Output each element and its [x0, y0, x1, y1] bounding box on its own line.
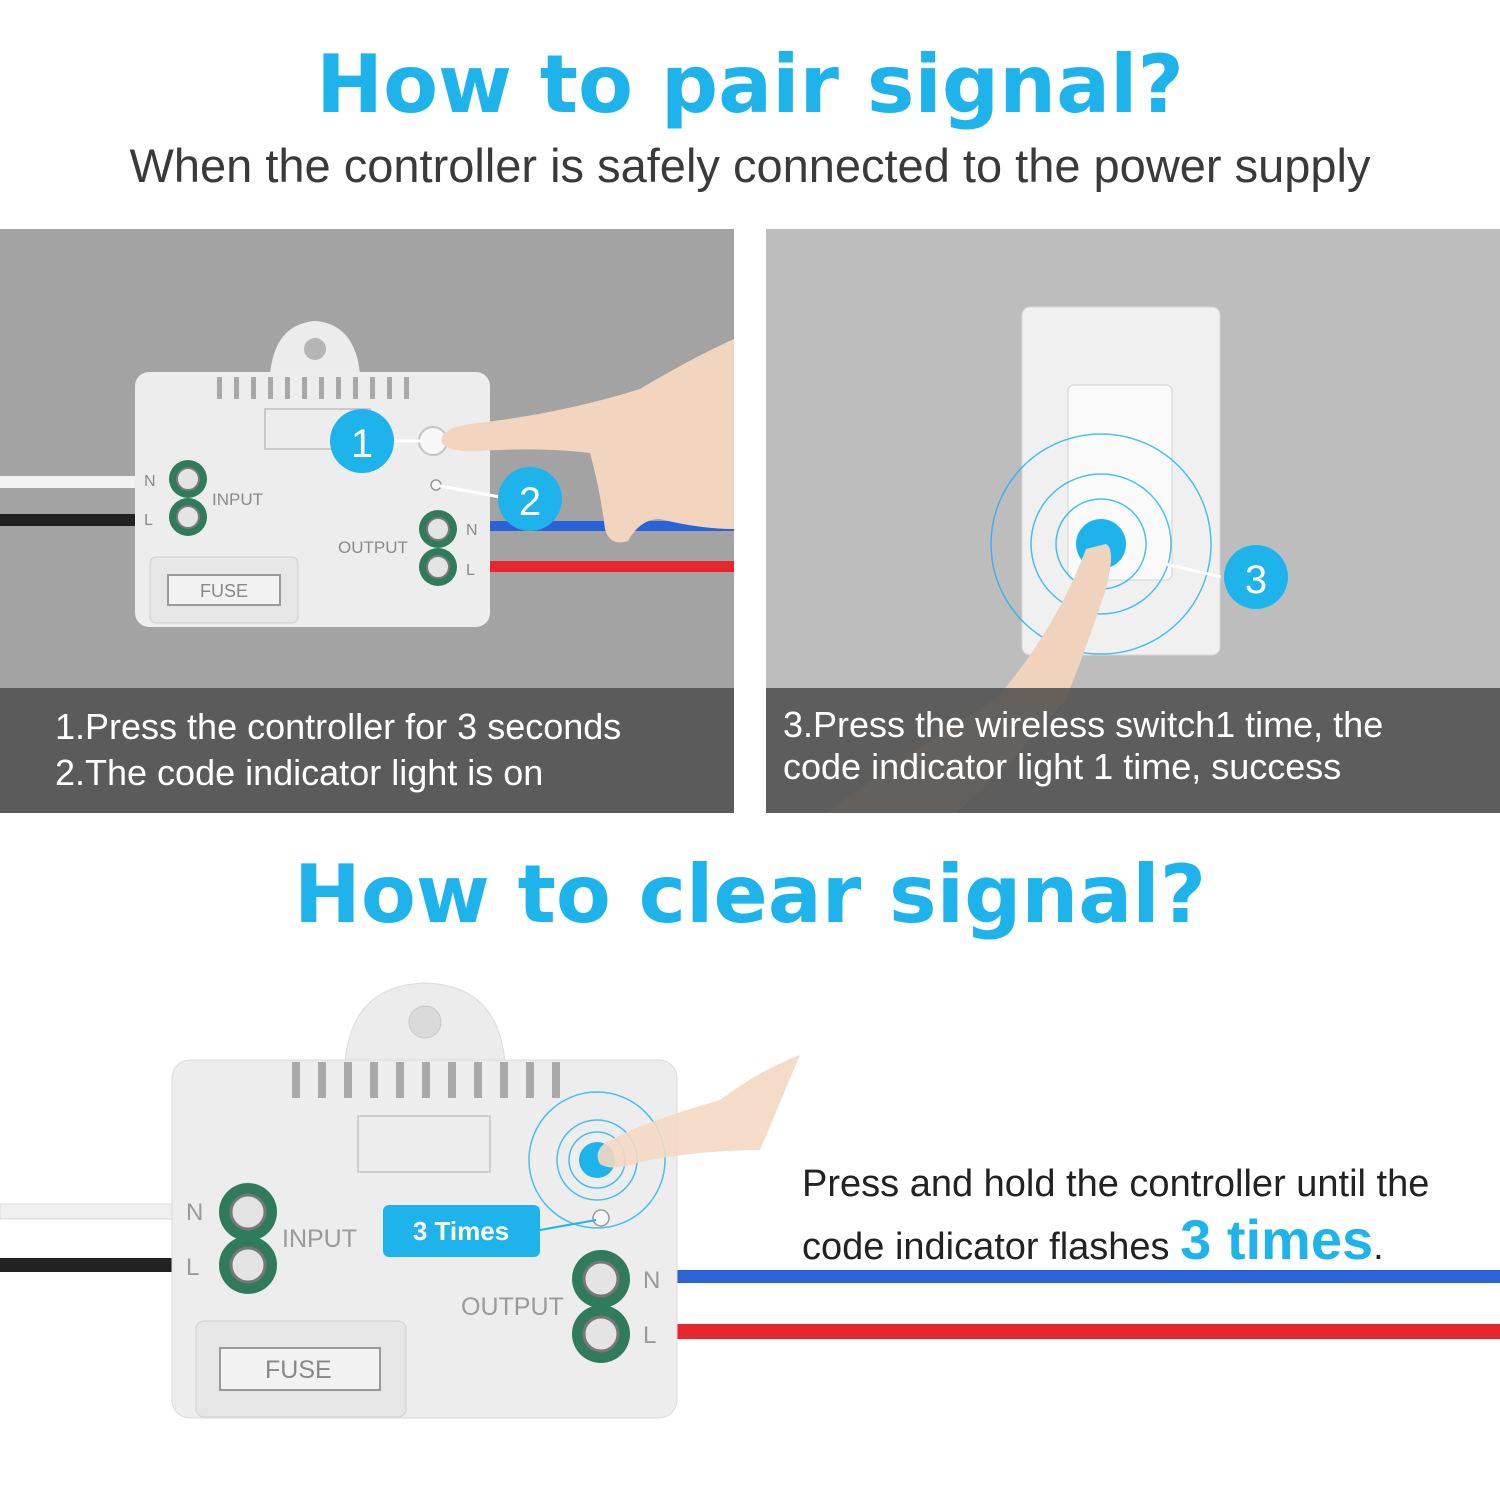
instruction-line-1: Press and hold the controller until the: [802, 1163, 1430, 1205]
vent-slots: [292, 1062, 560, 1098]
caption-step-3-line-1: 3.Press the wireless switch1 time, the: [783, 704, 1384, 745]
pair-step-panel-left: N L INPUT N L OUTPUT FUSE 1 2 1.Press th…: [0, 229, 734, 813]
red-output-wire: [480, 561, 734, 572]
step-1-number: 1: [351, 422, 373, 466]
step-2-marker: [498, 467, 562, 531]
vent-slots: [217, 377, 409, 399]
input-terminal-n: [219, 1183, 277, 1241]
code-indicator-light: [592, 1209, 610, 1227]
three-times-badge: [383, 1205, 540, 1257]
label-recess: [357, 1115, 491, 1173]
fuse-label: FUSE: [265, 1356, 332, 1384]
input-label: INPUT: [282, 1225, 357, 1253]
signal-waves: [528, 1091, 666, 1229]
input-terminal-l: [219, 1236, 277, 1294]
instruction-line-2-text: code indicator flashes: [802, 1226, 1170, 1268]
clear-title: How to clear signal?: [293, 848, 1207, 941]
instruction-line-2: code indicator flashes 3 times.: [802, 1212, 1482, 1275]
output-n-label: N: [466, 522, 478, 539]
output-label: OUTPUT: [461, 1293, 564, 1321]
hand-pressing: [441, 339, 734, 543]
caption-step-1: 1.Press the controller for 3 seconds: [55, 706, 622, 747]
fuse-compartment: [195, 1320, 407, 1418]
controller-illustration: N L INPUT N L OUTPUT FUSE 1 2: [0, 321, 734, 627]
live-input-wire: [0, 514, 140, 526]
pair-step-panel-right: 3 3.Press the wireless switch1 time, the…: [766, 229, 1500, 813]
three-times-badge-text: 3 Times: [413, 1216, 509, 1246]
output-n-label: N: [643, 1267, 660, 1294]
controller-body: [171, 1059, 678, 1419]
hand-pressing: [597, 1055, 800, 1168]
step-2-number: 2: [519, 480, 541, 524]
signal-waves: [990, 433, 1212, 655]
instruction-emphasis: 3 times: [1180, 1208, 1374, 1271]
input-label: INPUT: [212, 490, 263, 509]
pair-subtitle: When the controller is safely connected …: [129, 139, 1371, 192]
pair-right-caption: 3.Press the wireless switch1 time, the c…: [766, 688, 1500, 813]
step-3-number: 3: [1245, 558, 1267, 602]
output-l-label: L: [466, 562, 475, 579]
mount-hole: [304, 338, 326, 360]
output-terminal-l: [572, 1305, 630, 1363]
caption-step-3-line-2: code indicator light 1 time, success: [783, 746, 1342, 787]
fuse: [167, 574, 281, 606]
input-n-label: N: [144, 473, 156, 490]
fuse: [219, 1347, 381, 1391]
clear-button[interactable]: [579, 1142, 615, 1178]
pair-left-caption: 1.Press the controller for 3 seconds 2.T…: [0, 688, 734, 813]
output-l-label: L: [643, 1322, 656, 1349]
input-l-label: L: [144, 512, 153, 529]
clear-instruction: Press and hold the controller until the …: [802, 1156, 1482, 1275]
input-l-label: L: [186, 1254, 199, 1281]
input-n-label: N: [186, 1199, 203, 1226]
pair-title: How to pair signal?: [316, 38, 1184, 131]
mount-hole: [408, 1005, 442, 1039]
neutral-input-wire: [0, 1203, 181, 1220]
mount-tab: [344, 982, 506, 1063]
output-label: OUTPUT: [338, 538, 408, 557]
step-3-marker: [1224, 545, 1288, 609]
caption-step-2: 2.The code indicator light is on: [55, 752, 544, 793]
output-terminal-n: [572, 1250, 630, 1308]
instruction-period: .: [1373, 1226, 1384, 1268]
red-output-wire: [676, 1324, 1500, 1339]
neutral-input-wire: [0, 476, 140, 488]
fuse-label: FUSE: [200, 581, 248, 601]
live-input-wire: [0, 1258, 180, 1272]
code-indicator-light: [430, 479, 442, 491]
step-1-marker: [330, 409, 394, 473]
